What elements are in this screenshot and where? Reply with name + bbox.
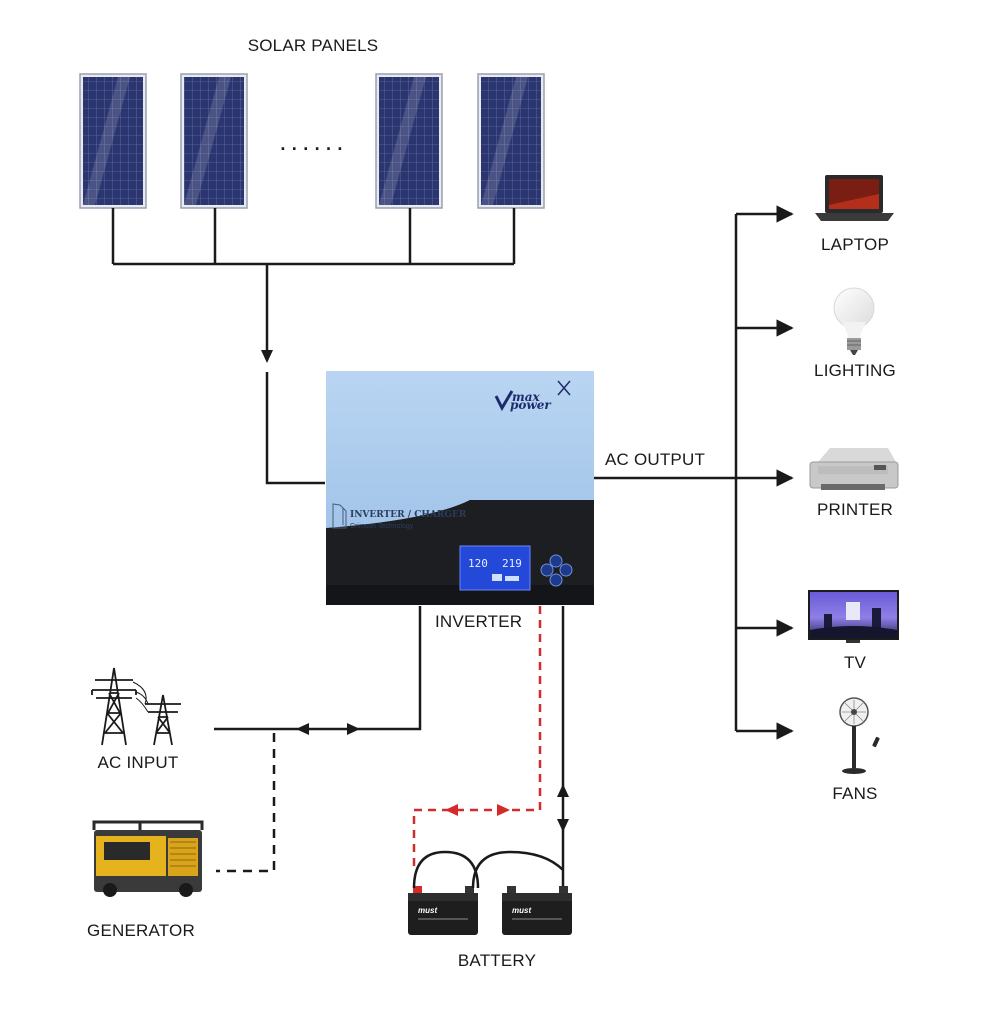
solar-panel-2 bbox=[180, 73, 248, 209]
inverter-panel-text: INVERTER / CHARGER bbox=[350, 510, 467, 520]
solar-panels-label: SOLAR PANELS bbox=[247, 36, 379, 55]
ac-input-right-arrow bbox=[347, 723, 360, 735]
battery-red-link bbox=[412, 606, 542, 870]
battery-down-arrow bbox=[557, 819, 569, 832]
ac-output-wiring bbox=[594, 205, 794, 740]
down-button bbox=[549, 573, 563, 587]
battery-red-right-arrow bbox=[497, 804, 510, 816]
lcd-left-value: 120 bbox=[468, 557, 488, 570]
power-tower-icon bbox=[91, 667, 181, 746]
svg-text:power: power bbox=[510, 398, 552, 412]
battery-2-brand: must bbox=[512, 906, 531, 915]
output-label-printer: PRINTER bbox=[816, 500, 894, 519]
generator-link bbox=[216, 733, 276, 873]
ac-input-label: AC INPUT bbox=[97, 753, 179, 772]
generator-icon bbox=[92, 820, 204, 897]
battery-2: must bbox=[502, 886, 572, 935]
printer-icon bbox=[809, 448, 899, 490]
solar-panel-1 bbox=[79, 73, 147, 209]
output-label-fans: FANS bbox=[832, 784, 878, 803]
tv-icon bbox=[808, 590, 899, 643]
lcd-display: 120 219 bbox=[459, 545, 531, 591]
battery-up-arrow bbox=[557, 784, 569, 797]
lcd-right-value: 219 bbox=[502, 557, 522, 570]
output-label-lighting: LIGHTING bbox=[814, 361, 896, 380]
inverter-unit: max power INVERTER / CHARGER Crimson Tec… bbox=[326, 371, 594, 605]
battery-series-cable bbox=[412, 850, 564, 889]
output-label-tv: TV bbox=[843, 653, 867, 672]
ac-input-wiring bbox=[214, 606, 422, 731]
ac-output-label: AC OUTPUT bbox=[605, 450, 706, 469]
control-buttons bbox=[540, 554, 573, 587]
laptop-icon bbox=[815, 175, 894, 221]
esc-button bbox=[540, 563, 554, 577]
generator-label: GENERATOR bbox=[87, 921, 195, 940]
inverter-label: INVERTER bbox=[435, 612, 523, 631]
output-label-laptop: LAPTOP bbox=[821, 235, 889, 254]
brand-logo: max power bbox=[494, 380, 571, 412]
ac-input-left-arrow bbox=[296, 723, 309, 735]
light-bulb-icon bbox=[833, 287, 875, 355]
up-button bbox=[549, 554, 563, 568]
panels-ellipsis: · · · · · · bbox=[280, 139, 344, 159]
battery-1: must bbox=[408, 886, 478, 935]
fan-icon bbox=[839, 697, 880, 774]
solar-wiring bbox=[111, 208, 516, 485]
solar-panel-3 bbox=[375, 73, 443, 209]
svg-text:max: max bbox=[512, 390, 540, 404]
inverter-panel-subtext: Crimson Technology bbox=[350, 523, 414, 530]
enter-button bbox=[559, 563, 573, 577]
solar-panel-4 bbox=[477, 73, 545, 209]
inverter-panel-label bbox=[332, 503, 347, 529]
battery-red-left-arrow bbox=[445, 804, 458, 816]
battery-label: BATTERY bbox=[457, 951, 537, 970]
battery-1-brand: must bbox=[418, 906, 437, 915]
solar-down-arrow bbox=[261, 350, 273, 363]
